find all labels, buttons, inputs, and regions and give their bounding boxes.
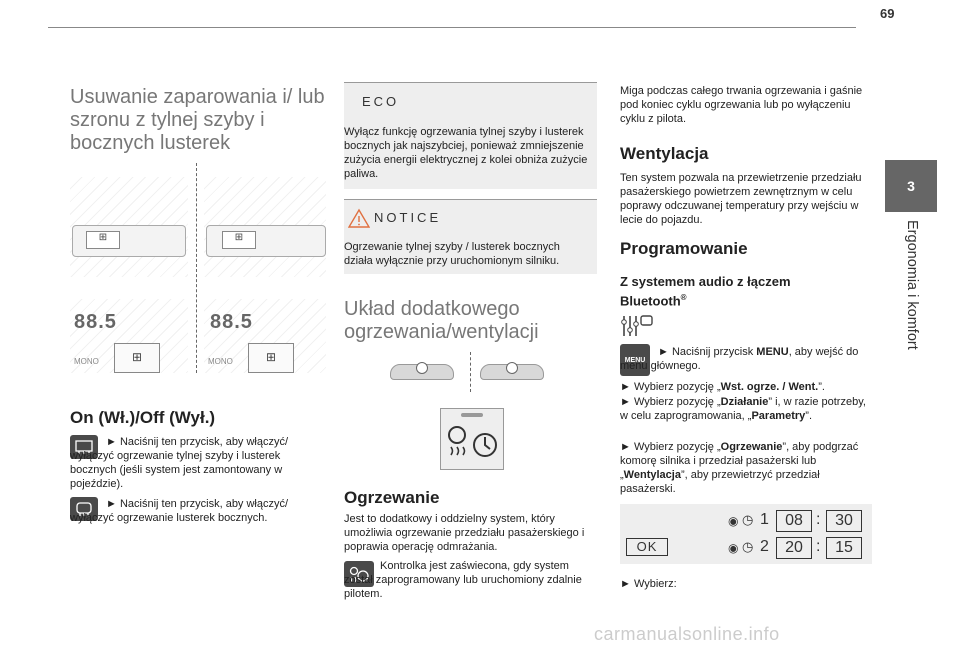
timer-2-hours[interactable]: 20 bbox=[776, 537, 812, 559]
aux-heating-title: Układ dodatkowego ogrzewania/wentylacji bbox=[344, 298, 539, 343]
page-number: 69 bbox=[880, 6, 895, 21]
heater-indicator-illustration bbox=[440, 408, 504, 470]
step-3: ► Wybierz pozycję „Działanie” i, w razie… bbox=[620, 396, 866, 422]
notice-title: NOTICE bbox=[374, 210, 442, 225]
select-paragraph: ► Wybierz: bbox=[620, 578, 677, 590]
timer-1-radio-icon[interactable]: ◉ bbox=[728, 514, 739, 528]
notice-text: Ogrzewanie tylnej szyby / lusterek boczn… bbox=[344, 241, 560, 267]
mirror-defrost-icon bbox=[70, 497, 98, 521]
eco-title: ECO bbox=[362, 94, 400, 109]
rear-defrost-button-lower: ⊞ bbox=[114, 343, 160, 373]
on-off-subtitle: On (Wł.)/Off (Wył.) bbox=[70, 408, 216, 427]
timer-2-separator: : bbox=[816, 538, 821, 555]
step-2: ► Wybierz pozycję „Wst. ogrze. / Went.”. bbox=[620, 381, 825, 393]
climate-settings-icon bbox=[620, 312, 654, 345]
chapter-title: Ergonomia i komfort bbox=[904, 220, 920, 350]
timer-1-clock-icon: ◷ bbox=[742, 512, 754, 527]
panel-mono-left: MONO bbox=[74, 357, 99, 366]
step-1: ► Naciśnij przycisk MENU, aby wejść do m… bbox=[620, 346, 859, 372]
heating-paragraph-1: Jest to dodatkowy i oddzielny system, kt… bbox=[344, 513, 585, 553]
mirror-defrost-button-lower: ⊞ bbox=[248, 343, 294, 373]
eco-box: ECO Wyłącz funkcję ogrzewania tylnej szy… bbox=[344, 82, 597, 189]
remote-illustration bbox=[390, 352, 550, 392]
timer-screen: OK ◉ ◷ 1 08 : 30 ◉ ◷ 2 20 : 15 bbox=[620, 504, 872, 564]
timer-2-label: 2 bbox=[760, 538, 769, 555]
rear-defrost-button-icon: ⊞ bbox=[86, 231, 120, 249]
timer-1-hours[interactable]: 08 bbox=[776, 510, 812, 532]
defrost-title: Usuwanie zaparowania i/ lub szronu z tyl… bbox=[70, 86, 325, 154]
rear-window-defrost-icon bbox=[70, 435, 98, 459]
blink-paragraph: Miga podczas całego trwania ogrzewania i… bbox=[620, 85, 863, 125]
mirror-defrost-button-icon: ⊞ bbox=[222, 231, 256, 249]
eco-text: Wyłącz funkcję ogrzewania tylnej szyby i… bbox=[344, 126, 588, 180]
timer-2-radio-icon[interactable]: ◉ bbox=[728, 541, 739, 555]
menu-button[interactable]: MENU bbox=[620, 344, 650, 376]
notice-box: NOTICE Ogrzewanie tylnej szyby / lustere… bbox=[344, 199, 597, 274]
timer-1-minutes[interactable]: 30 bbox=[826, 510, 862, 532]
defrost-paragraph-1: ► Naciśnij ten przycisk, aby włączyć/ wy… bbox=[70, 436, 289, 490]
chapter-tab[interactable]: 3 bbox=[885, 160, 937, 212]
timer-2-minutes[interactable]: 15 bbox=[826, 537, 862, 559]
heating-paragraph-2: Kontrolka jest zaświecona, gdy system zo… bbox=[344, 560, 582, 600]
timer-1-label: 1 bbox=[760, 511, 769, 528]
panel-display-left: 88.5 bbox=[74, 311, 117, 333]
footer-watermark: carmanualsonline.info bbox=[594, 624, 780, 644]
timer-2-clock-icon: ◷ bbox=[742, 539, 754, 554]
ventilation-subtitle: Wentylacja bbox=[620, 144, 709, 163]
heater-timer-icon bbox=[344, 561, 374, 587]
defrost-paragraph-2: ► Naciśnij ten przycisk, aby włączyć/ wy… bbox=[70, 498, 289, 524]
timer-1-separator: : bbox=[816, 511, 821, 528]
defrost-panel-illustration: ⊞ ⊞ 88.5 88.5 MONO MONO ⊞ ⊞ bbox=[70, 163, 326, 373]
bluetooth-audio-subtitle: Z systemem audio z łączem Bluetooth® bbox=[620, 274, 791, 309]
panel-display-right: 88.5 bbox=[210, 311, 253, 333]
heating-subtitle: Ogrzewanie bbox=[344, 488, 440, 507]
header-rule bbox=[48, 27, 856, 28]
ventilation-text: Ten system pozwala na przewietrzenie prz… bbox=[620, 172, 862, 226]
step-4: ► Wybierz pozycję „Ogrzewanie”, aby podg… bbox=[620, 441, 859, 495]
warning-triangle-icon bbox=[347, 208, 371, 233]
ok-button[interactable]: OK bbox=[626, 538, 668, 556]
panel-mono-right: MONO bbox=[208, 357, 233, 366]
programming-subtitle: Programowanie bbox=[620, 239, 748, 258]
